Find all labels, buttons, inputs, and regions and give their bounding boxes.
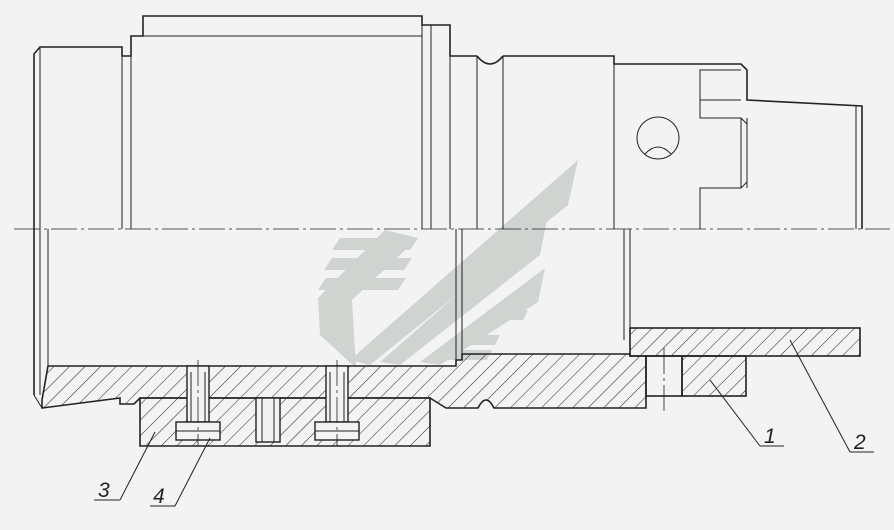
callout-4-label: 4 [153, 485, 165, 508]
callout-1-label: 1 [764, 425, 776, 448]
lower-section [39, 229, 631, 395]
center-pin [255, 397, 281, 443]
leader-lines [94, 339, 874, 507]
chevron-logo-icon [318, 160, 578, 368]
pin-hole-circle [636, 116, 680, 160]
callout-3-label: 3 [98, 479, 110, 502]
part-2-bushing [629, 327, 861, 357]
callout-2-label: 2 [853, 431, 866, 454]
part-1-flange [681, 355, 747, 397]
part-4-screw-right [314, 365, 360, 441]
upper-outline [33, 15, 863, 395]
